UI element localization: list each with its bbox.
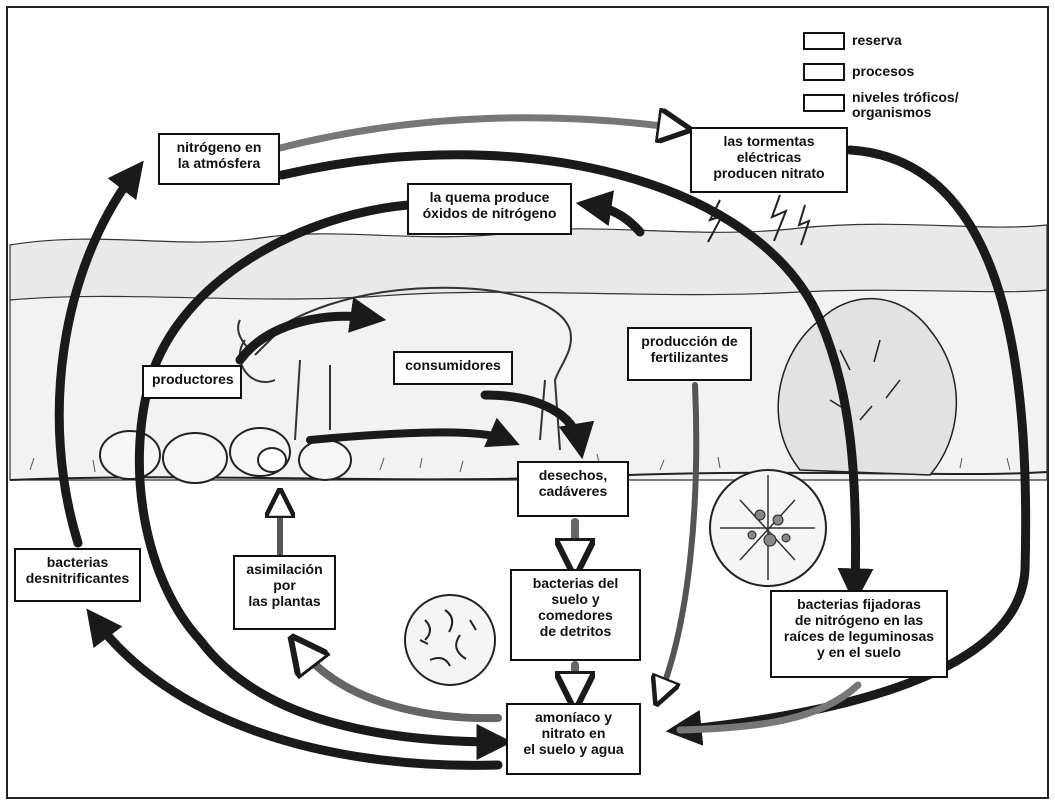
legend-label-niveles: niveles tróficos/ organismos (852, 90, 959, 120)
legend-swatch-reserva (803, 32, 845, 50)
legend-label-reserva: reserva (852, 33, 902, 48)
node-ammonia-nitrate: amoníaco y nitrato en el suelo y agua (506, 703, 641, 775)
arrow-atmosphere-to-storms (280, 118, 678, 148)
node-plant-assimilation: asimilación por las plantas (233, 555, 336, 630)
node-waste-carcasses: desechos, cadáveres (517, 461, 629, 517)
node-producers: productores (142, 365, 242, 399)
legend-label-procesos: procesos (852, 64, 914, 79)
node-soil-bacteria-detritivores: bacterias del suelo y comedores de detri… (510, 569, 641, 661)
root-nodules-microscope-icon (710, 470, 826, 586)
node-nitrogen-fixing-bacteria: bacterias fijadoras de nitrógeno en las … (770, 590, 948, 678)
soil-bacteria-microscope-icon (405, 595, 495, 685)
arrow-burning-smoke (590, 205, 640, 232)
node-atmosphere: nitrógeno en la atmósfera (158, 133, 280, 185)
node-burning: la quema produce óxidos de nitrógeno (407, 183, 572, 235)
node-fertilizer-production: producción de fertilizantes (627, 327, 752, 381)
node-denitrifying-bacteria: bacterias desnitrificantes (14, 548, 141, 602)
legend-swatch-procesos (803, 63, 845, 81)
legend-swatch-niveles (803, 94, 845, 112)
node-electric-storms: las tormentas eléctricas producen nitrat… (690, 127, 848, 193)
node-consumers: consumidores (393, 351, 513, 385)
